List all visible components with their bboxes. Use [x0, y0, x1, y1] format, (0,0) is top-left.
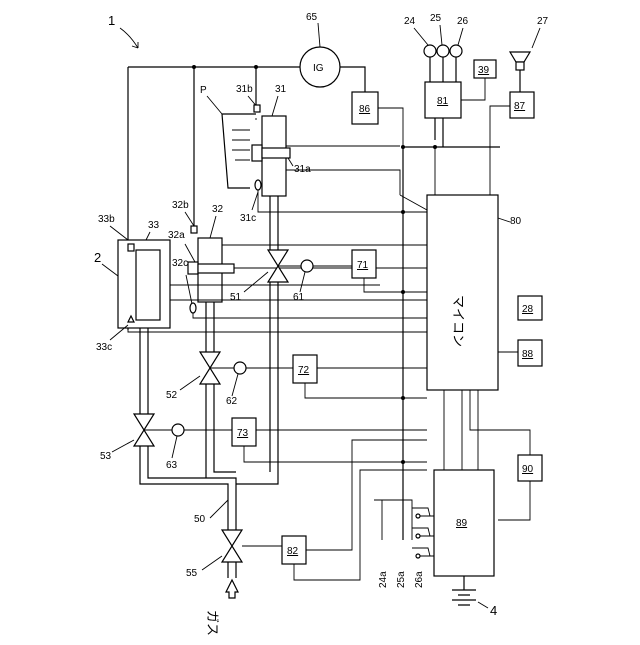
valve-55	[222, 530, 242, 562]
micom-box-80	[427, 195, 498, 390]
sensor-32c	[190, 303, 196, 313]
label-31: 31	[275, 84, 287, 95]
label-33c: 33c	[96, 342, 112, 353]
actuator-63	[172, 424, 184, 436]
label-24: 24	[404, 16, 416, 27]
label-50: 50	[194, 514, 206, 525]
label-52: 52	[166, 390, 178, 401]
label-26: 26	[457, 16, 469, 27]
label-27: 27	[537, 16, 549, 27]
igniter-label: IG	[313, 63, 324, 74]
switch-25-circle	[437, 45, 449, 57]
label-32b: 32b	[172, 200, 189, 211]
switch-26-circle	[450, 45, 462, 57]
label-65: 65	[306, 12, 318, 23]
label-53: 53	[100, 451, 112, 462]
sensor-31c	[255, 180, 261, 190]
box-89-label: 89	[456, 518, 468, 529]
box-87-label: 87	[514, 101, 526, 112]
box-28-label: 28	[522, 304, 534, 315]
box-88-label: 88	[522, 349, 534, 360]
box-82-label: 82	[287, 546, 299, 557]
label-32c: 32c	[172, 258, 188, 269]
label-31a: 31a	[294, 164, 311, 175]
label-32: 32	[212, 204, 224, 215]
label-25a: 25a	[396, 571, 407, 588]
label-33: 33	[148, 220, 160, 231]
speaker-icon	[510, 52, 530, 62]
label-63: 63	[166, 460, 178, 471]
label-26a: 26a	[414, 571, 425, 588]
label-32a: 32a	[168, 230, 185, 241]
label-33b: 33b	[98, 214, 115, 225]
label-4: 4	[490, 603, 497, 618]
figure-leader	[120, 28, 138, 48]
box-86-label: 86	[359, 104, 371, 115]
label-31c: 31c	[240, 213, 256, 224]
burner-33	[136, 250, 160, 320]
actuator-61	[301, 260, 313, 272]
label-31b: 31b	[236, 84, 253, 95]
sensor-32b	[191, 226, 197, 233]
box-72-label: 72	[298, 365, 310, 376]
box-39-label: 39	[478, 65, 490, 76]
box-90-label: 90	[522, 464, 534, 475]
label-80: 80	[510, 216, 522, 227]
battery-symbol	[452, 576, 476, 605]
burner-pan	[222, 114, 256, 188]
actuator-62	[234, 362, 246, 374]
switch-24-circle	[424, 45, 436, 57]
box-81-label: 81	[437, 96, 449, 107]
label-25: 25	[430, 13, 442, 24]
micom-label: マイコン	[451, 295, 466, 347]
label-P: P	[200, 85, 207, 96]
box-71-label: 71	[357, 260, 369, 271]
label-55: 55	[186, 568, 198, 579]
figure-number: 1	[108, 13, 115, 28]
gas-label: ガス	[205, 610, 220, 636]
label-62: 62	[226, 396, 238, 407]
sensor-33b	[128, 244, 134, 251]
label-61: 61	[293, 292, 305, 303]
gas-inlet-arrow-icon	[226, 580, 238, 598]
label-51: 51	[230, 292, 242, 303]
box-73-label: 73	[237, 428, 249, 439]
sensor-31b	[254, 105, 260, 112]
system-label-2: 2	[94, 250, 101, 265]
label-24a: 24a	[378, 571, 389, 588]
